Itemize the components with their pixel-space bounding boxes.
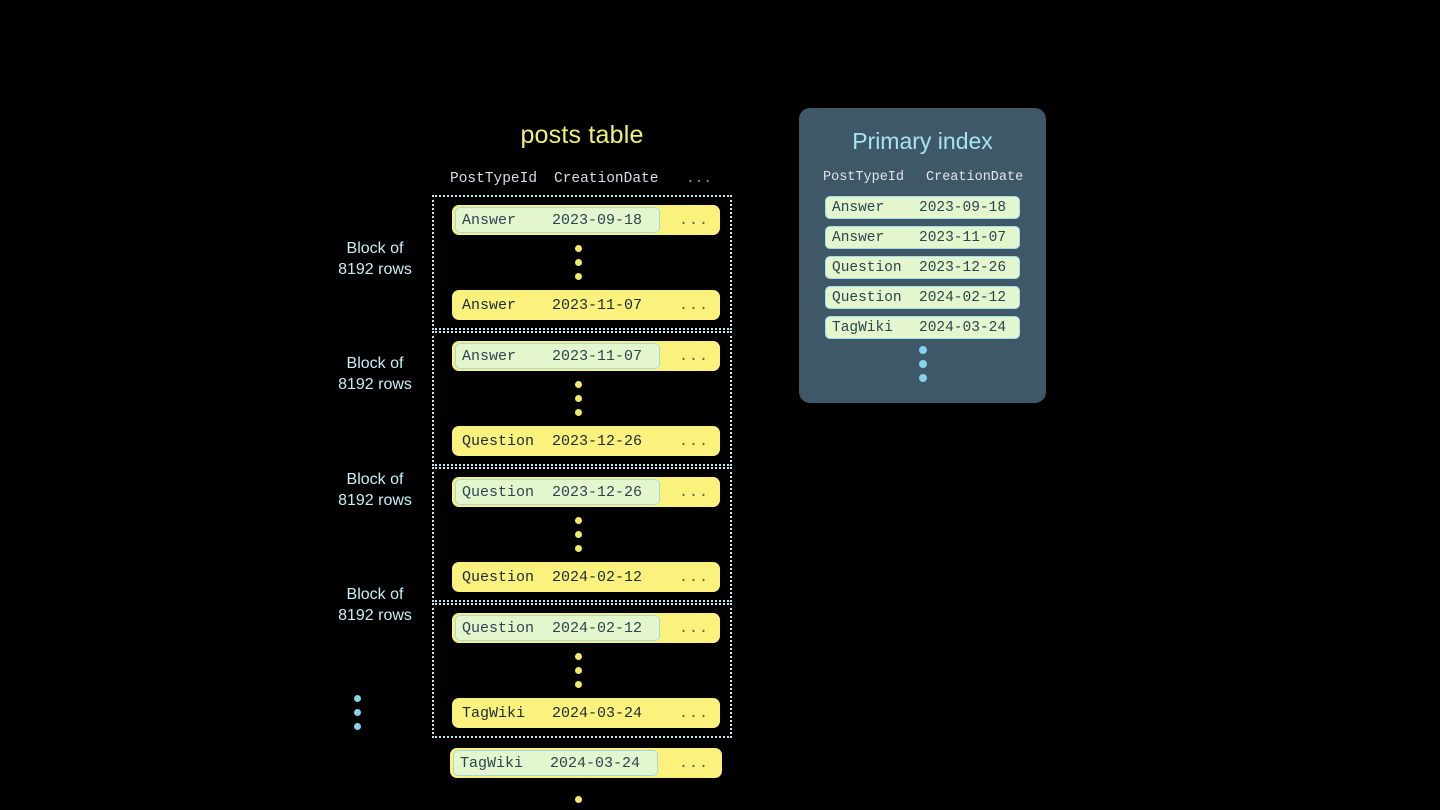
column-header-posttypeid: PostTypeId	[450, 171, 538, 187]
primary-index-title: Primary index	[852, 128, 993, 154]
cell-posttypeid: Question	[462, 568, 535, 586]
page-title: posts table	[520, 121, 644, 149]
block-label-line2: 8192 rows	[338, 607, 412, 624]
cell-posttypeid: Answer	[462, 347, 517, 365]
vertical-ellipsis-icon	[426, 235, 730, 290]
table-row: Question 2023-12-26 ...	[452, 426, 720, 456]
cell-more: ...	[678, 754, 709, 772]
table-block: Question 2023-12-26 ... Question 2024-02…	[432, 467, 732, 602]
column-header-creationdate: CreationDate	[554, 171, 659, 187]
cell-more: ...	[678, 211, 709, 229]
table-row: TagWiki 2024-03-24 ...	[450, 748, 722, 778]
column-header-more: ...	[685, 171, 713, 187]
cell-posttypeid: Answer	[462, 211, 517, 229]
index-row: TagWiki 2024-03-24	[825, 316, 1020, 339]
cell-creationdate: 2023-12-26	[552, 483, 643, 501]
cell-more: ...	[678, 432, 709, 450]
cell-creationdate: 2023-11-07	[552, 347, 643, 365]
vertical-ellipsis-icon	[354, 685, 361, 740]
index-row: Question 2024-02-12	[825, 286, 1020, 309]
cell-posttypeid: Question	[462, 619, 535, 637]
cell-more: ...	[678, 483, 709, 501]
column-header-creationdate: CreationDate	[926, 170, 1024, 185]
index-highlight-pill	[455, 207, 660, 233]
index-row: Answer 2023-11-07	[825, 226, 1020, 249]
table-row: TagWiki 2024-03-24 ...	[452, 698, 720, 728]
cell-posttypeid: Answer	[832, 199, 885, 216]
block-label: Block of 8192 rows	[310, 353, 440, 395]
table-row: Answer 2023-11-07 ...	[452, 341, 720, 371]
table-row: Question 2024-02-12 ...	[452, 613, 720, 643]
cell-posttypeid: Question	[462, 432, 535, 450]
cell-posttypeid: TagWiki	[832, 319, 893, 336]
cell-posttypeid: Answer	[832, 229, 885, 246]
cell-posttypeid: Question	[832, 289, 902, 306]
block-label: Block of 8192 rows	[310, 584, 440, 626]
vertical-ellipsis-icon	[424, 786, 732, 810]
cell-creationdate: 2023-09-18	[552, 211, 643, 229]
vertical-ellipsis-icon	[426, 643, 730, 698]
posts-table-blocks: Answer 2023-09-18 ... Answer 2023-11-07 …	[432, 195, 732, 810]
index-highlight-pill	[455, 615, 660, 641]
cell-more: ...	[678, 619, 709, 637]
cell-creationdate: 2023-11-07	[919, 229, 1007, 246]
cell-posttypeid: TagWiki	[462, 704, 526, 722]
block-label-line1: Block of	[346, 240, 404, 257]
cell-more: ...	[678, 568, 709, 586]
block-label-line1: Block of	[346, 586, 404, 603]
table-row: Answer 2023-11-07 ...	[452, 290, 720, 320]
index-row: Question 2023-12-26	[825, 256, 1020, 279]
block-label: Block of 8192 rows	[310, 238, 440, 280]
cell-creationdate: 2024-02-12	[552, 568, 643, 586]
cell-posttypeid: Question	[832, 259, 902, 276]
block-label: Block of 8192 rows	[310, 469, 440, 511]
primary-index-panel: Primary index PostTypeId CreationDate An…	[799, 108, 1046, 403]
index-highlight-pill	[453, 750, 658, 776]
vertical-ellipsis-icon	[799, 346, 1046, 382]
table-block: Answer 2023-11-07 ... Question 2023-12-2…	[432, 331, 732, 466]
block-label-line2: 8192 rows	[338, 376, 412, 393]
cell-posttypeid: Answer	[462, 296, 517, 314]
primary-index-column-headers: PostTypeId CreationDate	[799, 170, 1046, 185]
table-row: Question 2024-02-12 ...	[452, 562, 720, 592]
cell-creationdate: 2024-03-24	[919, 319, 1007, 336]
cell-more: ...	[678, 347, 709, 365]
block-label-line1: Block of	[346, 471, 404, 488]
cell-more: ...	[678, 704, 709, 722]
table-row: Question 2023-12-26 ...	[452, 477, 720, 507]
posts-table-column-headers: PostTypeId CreationDate ...	[432, 167, 732, 191]
vertical-ellipsis-icon	[426, 371, 730, 426]
block-label-line2: 8192 rows	[338, 261, 412, 278]
primary-index-rows: Answer 2023-09-18 Answer 2023-11-07 Ques…	[799, 196, 1046, 339]
table-block: Question 2024-02-12 ... TagWiki 2024-03-…	[432, 603, 732, 738]
index-row: Answer 2023-09-18	[825, 196, 1020, 219]
block-label-line1: Block of	[346, 355, 404, 372]
cell-creationdate: 2023-12-26	[552, 432, 643, 450]
cell-creationdate: 2023-11-07	[552, 296, 643, 314]
table-row: Answer 2023-09-18 ...	[452, 205, 720, 235]
cell-creationdate: 2024-03-24	[550, 754, 641, 772]
cell-creationdate: 2023-09-18	[919, 199, 1007, 216]
cell-creationdate: 2024-02-12	[919, 289, 1007, 306]
index-highlight-pill	[455, 479, 660, 505]
table-block: Answer 2023-09-18 ... Answer 2023-11-07 …	[432, 195, 732, 330]
column-header-posttypeid: PostTypeId	[823, 170, 905, 185]
index-highlight-pill	[455, 343, 660, 369]
cell-posttypeid: Question	[462, 483, 535, 501]
vertical-ellipsis-icon	[426, 507, 730, 562]
cell-posttypeid: TagWiki	[460, 754, 524, 772]
block-label-line2: 8192 rows	[338, 492, 412, 509]
cell-creationdate: 2024-03-24	[552, 704, 643, 722]
cell-more: ...	[678, 296, 709, 314]
posts-table: posts table PostTypeId CreationDate ... …	[432, 118, 732, 810]
cell-creationdate: 2024-02-12	[552, 619, 643, 637]
cell-creationdate: 2023-12-26	[919, 259, 1007, 276]
